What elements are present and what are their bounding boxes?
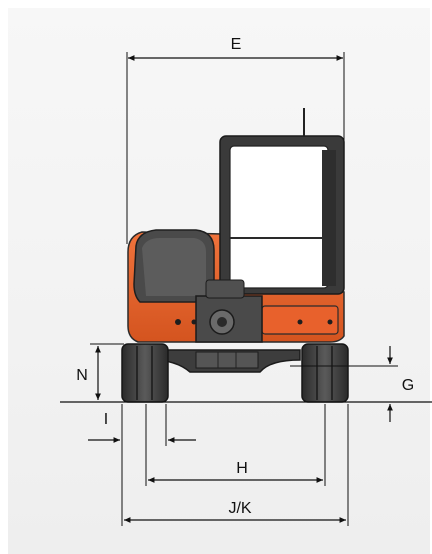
excavator-machine (121, 108, 349, 403)
dimension-label-i: I (104, 411, 108, 428)
operator-cab (219, 108, 345, 295)
dimension-g: G (290, 346, 414, 422)
dimension-label-g: G (402, 377, 414, 394)
dimension-label-h: H (236, 460, 248, 477)
dimension-h: H (145, 404, 326, 486)
swing-frame (195, 279, 263, 343)
dimension-n: N (76, 343, 124, 400)
right-track (301, 343, 349, 403)
dimension-i: I (88, 404, 196, 446)
undercarriage (151, 349, 301, 373)
dimension-label-jk: J/K (228, 500, 251, 517)
dimension-jk: J/K (121, 404, 349, 526)
dimension-label-e: E (231, 36, 242, 53)
left-track (121, 343, 169, 403)
dimension-label-n: N (76, 367, 88, 384)
dimension-e: E (126, 36, 345, 244)
